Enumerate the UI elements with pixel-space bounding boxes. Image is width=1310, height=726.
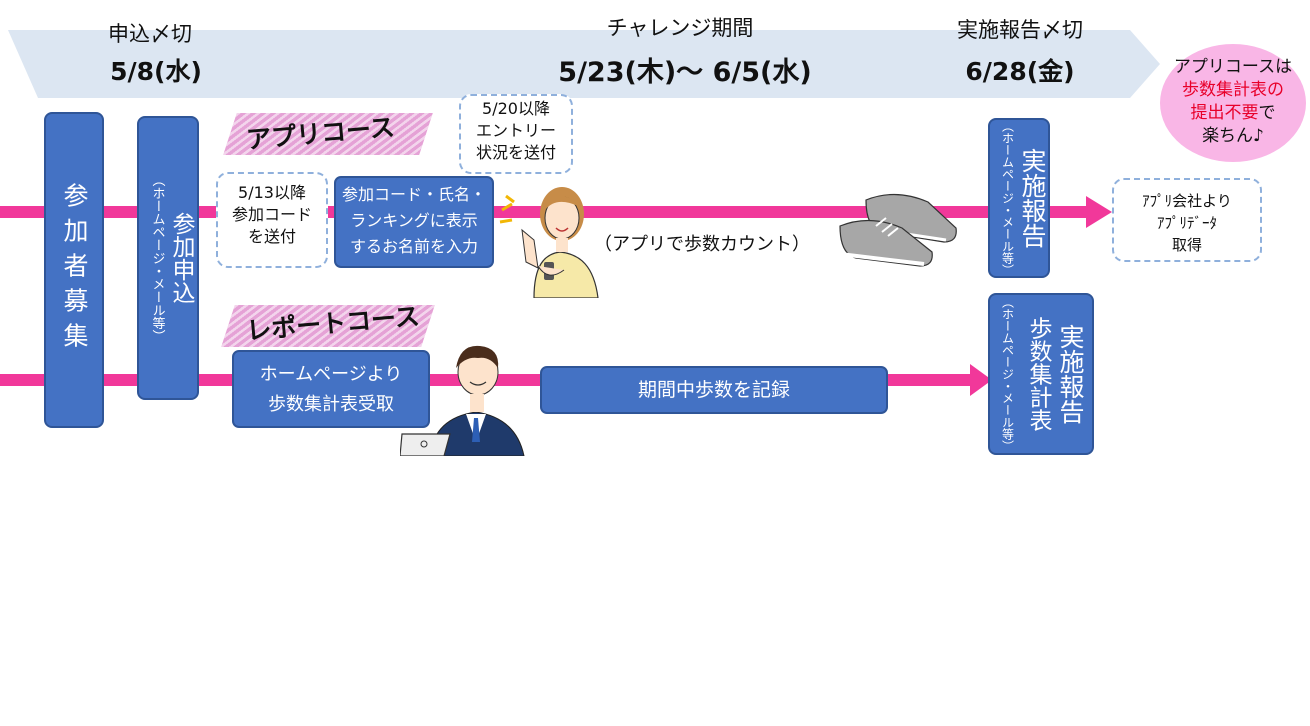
report-course-arrowhead bbox=[970, 364, 992, 396]
report-course-report-main1: 実施報告 bbox=[1056, 324, 1085, 424]
record-steps-box: 期間中歩数を記録 bbox=[540, 366, 888, 414]
app-data-note: ｱﾌﾟﾘ会社より ｱﾌﾟﾘﾃﾞｰﾀ 取得 bbox=[1112, 178, 1262, 262]
app-report-sub: （ホームページ・メール等） bbox=[1000, 120, 1015, 276]
deadline-date: 5/8(水) bbox=[110, 57, 202, 86]
input-line-2: ランキングに表示 bbox=[350, 211, 478, 230]
data-note-line-1: ｱﾌﾟﾘ会社より bbox=[1142, 192, 1232, 210]
app-report-box: （ホームページ・メール等） 実施報告 bbox=[988, 118, 1050, 278]
app-count-label: （アプリで歩数カウント） bbox=[594, 234, 810, 255]
app-course-arrowhead bbox=[1086, 196, 1112, 228]
code-send-line-1: 5/13以降 bbox=[238, 183, 306, 202]
timeline-arrow: 申込〆切 5/8(水) チャレンジ期間 5/23(木)～ 6/5(水) 実施報告… bbox=[0, 8, 1160, 100]
bubble-line-4: 楽ちん♪ bbox=[1202, 126, 1264, 146]
receive-sheet-box: ホームページより 歩数集計表受取 bbox=[232, 350, 430, 428]
bubble-highlight: 提出不要 bbox=[1190, 103, 1259, 123]
report-deadline-date: 6/28(金) bbox=[965, 57, 1075, 86]
receive-line-2: 歩数集計表受取 bbox=[268, 394, 394, 415]
code-send-line-3: を送付 bbox=[247, 227, 296, 246]
timeline-arrow-shape bbox=[8, 30, 1160, 98]
code-send-line-2: 参加コード bbox=[231, 205, 312, 224]
entry-line-1: 5/20以降 bbox=[482, 99, 550, 118]
input-info-box: 参加コード・氏名・ ランキングに表示 するお名前を入力 bbox=[334, 176, 494, 268]
challenge-dates: 5/23(木)～ 6/5(水) bbox=[558, 57, 812, 88]
record-steps-text: 期間中歩数を記録 bbox=[637, 379, 790, 401]
bubble-line-1: アプリコースは bbox=[1173, 57, 1293, 77]
app-note-bubble: アプリコースは 歩数集計表の 提出不要で 楽ちん♪ bbox=[1160, 44, 1306, 162]
woman-smartphone-illustration bbox=[499, 187, 599, 298]
entry-status-note: 5/20以降 エントリー 状況を送付 bbox=[459, 94, 573, 174]
code-send-note: 5/13以降 参加コード を送付 bbox=[216, 172, 328, 268]
man-laptop-illustration bbox=[400, 345, 525, 456]
entry-line-2: エントリー bbox=[475, 121, 556, 140]
bubble-line-3-suffix: で bbox=[1258, 103, 1276, 123]
challenge-label: チャレンジ期間 bbox=[606, 16, 754, 40]
apply-main-text: 参加申込 bbox=[168, 212, 194, 304]
recruit-text: 参加者募集 bbox=[60, 182, 89, 358]
receive-line-1: ホームページより bbox=[259, 364, 403, 385]
app-report-main: 実施報告 bbox=[1018, 148, 1047, 248]
apply-sub-text: （ホームページ・メール等） bbox=[149, 173, 165, 343]
data-note-line-3: 取得 bbox=[1171, 236, 1202, 254]
entry-line-3: 状況を送付 bbox=[475, 143, 556, 162]
shoes-illustration bbox=[839, 193, 957, 267]
report-course-report-main2: 歩数集計表 bbox=[1025, 316, 1051, 432]
input-line-1: 参加コード・氏名・ bbox=[341, 185, 486, 204]
bubble-line-2: 歩数集計表の bbox=[1182, 80, 1284, 100]
input-line-3: するお名前を入力 bbox=[349, 237, 478, 256]
report-course-report-sub: （ホームページ・メール等） bbox=[1000, 296, 1015, 452]
data-note-line-2: ｱﾌﾟﾘﾃﾞｰﾀ bbox=[1156, 214, 1217, 232]
apply-box: （ホームページ・メール等） 参加申込 bbox=[137, 116, 199, 400]
recruit-box: 参加者募集 bbox=[44, 112, 104, 428]
deadline-label: 申込〆切 bbox=[108, 22, 192, 46]
report-course-report-box: （ホームページ・メール等） 歩数集計表 実施報告 bbox=[988, 293, 1094, 455]
report-deadline-label: 実施報告〆切 bbox=[957, 18, 1083, 42]
